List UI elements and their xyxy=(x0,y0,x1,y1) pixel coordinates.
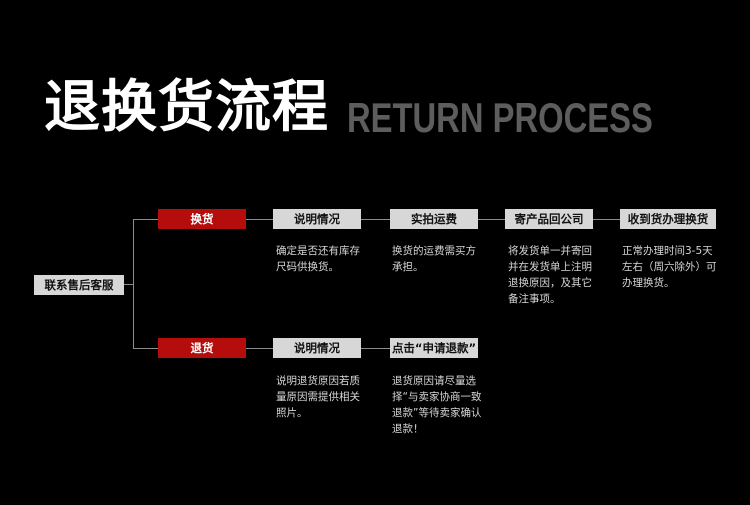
exchange-step-1: 说明情况 xyxy=(273,209,361,229)
exchange-step-2: 实拍运费 xyxy=(390,209,478,229)
exchange-step-4-desc: 正常办理时间3-5天左右（周六除外）可办理换货。 xyxy=(622,245,717,289)
return-step-2: 点击“申请退款” xyxy=(390,338,478,358)
start-node: 联系售后客服 xyxy=(34,275,124,295)
return-step-2-desc: 退货原因请尽量选择“与卖家协商一致退款”等待卖家确认退款！ xyxy=(392,375,482,435)
exchange-step-3-desc: 将发货单一并寄回并在发货单上注明退换原因，及其它备注事项。 xyxy=(508,245,592,305)
return-node: 退货 xyxy=(158,338,246,358)
exchange-step-1-desc: 确定是否还有库存尺码供换货。 xyxy=(276,245,360,273)
exchange-node: 换货 xyxy=(158,209,246,229)
exchange-step-3: 寄产品回公司 xyxy=(505,209,593,229)
return-step-1: 说明情况 xyxy=(273,338,361,358)
return-step-1-desc: 说明退货原因若质量原因需提供相关照片。 xyxy=(276,375,360,419)
exchange-step-4: 收到货办理换货 xyxy=(620,209,716,229)
title-english: RETURN PROCESS xyxy=(347,94,653,141)
exchange-step-2-desc: 换货的运费需买方承担。 xyxy=(392,245,476,273)
title-chinese: 退换货流程 xyxy=(44,75,329,140)
